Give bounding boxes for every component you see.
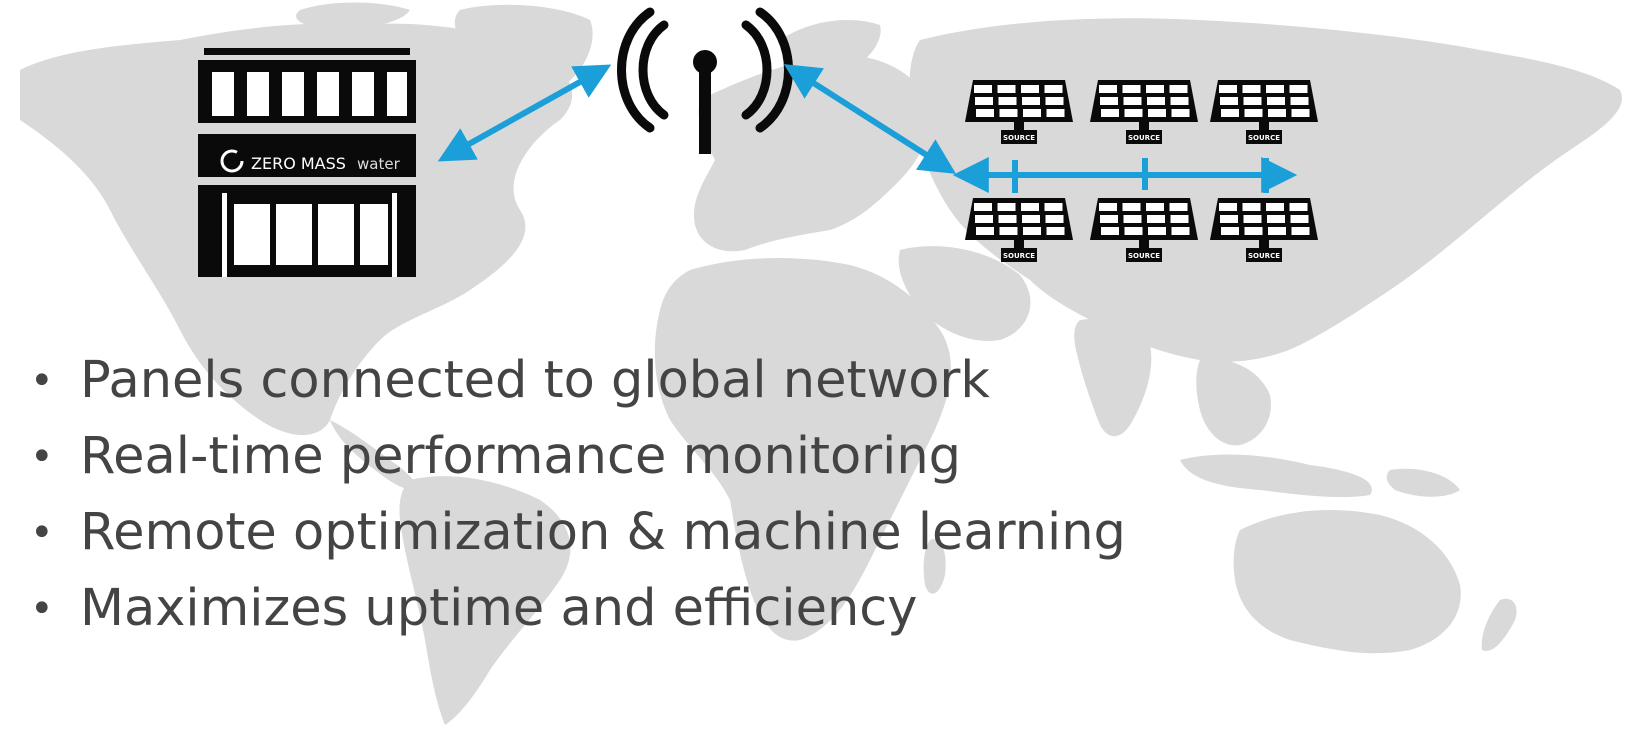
region-indonesia (1180, 454, 1372, 498)
antenna-mast (699, 62, 711, 154)
bullet-icon: • (30, 358, 54, 404)
feature-item: • Remote optimization & machine learning (30, 502, 1126, 578)
solar-panel-icon (965, 80, 1073, 144)
feature-item: • Maximizes uptime and efficiency (30, 578, 1126, 654)
feature-text: Remote optimization & machine learning (80, 503, 1126, 562)
island-japan (1333, 186, 1379, 258)
region-middle-east (898, 246, 1031, 341)
continent-south-america (399, 476, 571, 725)
solar-panel-icon (965, 198, 1073, 262)
continent-central-america (330, 420, 420, 491)
island-new-guinea (1386, 468, 1460, 497)
solar-panel-icon (1210, 198, 1318, 262)
panel-label: SOURCE (1248, 252, 1280, 260)
continent-australia (1233, 510, 1461, 654)
region-southeast-asia (1196, 359, 1271, 446)
link-arrow-antenna-panels (783, 64, 957, 174)
brand-subname: water (357, 155, 401, 173)
feature-list: • Panels connected to global network • R… (30, 350, 1126, 654)
feature-item: • Real-time performance monitoring (30, 426, 1126, 502)
brand-name: ZERO MASS (251, 154, 346, 173)
solar-panel-icon (1210, 80, 1318, 144)
antenna-icon (617, 7, 793, 133)
island-madagascar (923, 539, 946, 594)
region-india (1074, 318, 1152, 437)
panel-label: SOURCE (1128, 134, 1160, 142)
feature-text: Real-time performance monitoring (80, 427, 962, 486)
building-icon (198, 48, 416, 277)
panel-label: SOURCE (1128, 252, 1160, 260)
island-arctic (296, 2, 410, 29)
solar-panel-grid: SOURCE SOURCE SOURCE SOURCE SOURCE SOURCE (965, 80, 1318, 262)
island-new-zealand (1481, 598, 1517, 651)
solar-panel-icon (1090, 198, 1198, 262)
link-arrow-building-antenna (437, 64, 612, 162)
solar-panel-icon (1090, 80, 1198, 144)
panel-label: SOURCE (1003, 134, 1035, 142)
brand-logo-icon (220, 149, 244, 173)
continent-africa (654, 258, 951, 641)
panel-label: SOURCE (1003, 252, 1035, 260)
bullet-icon: • (30, 434, 54, 480)
bullet-icon: • (30, 510, 54, 556)
feature-text: Maximizes uptime and efficiency (80, 579, 918, 638)
bullet-icon: • (30, 586, 54, 632)
feature-text: Panels connected to global network (80, 351, 990, 410)
feature-item: • Panels connected to global network (30, 350, 1126, 426)
panel-label: SOURCE (1248, 134, 1280, 142)
island-uk (711, 123, 742, 162)
